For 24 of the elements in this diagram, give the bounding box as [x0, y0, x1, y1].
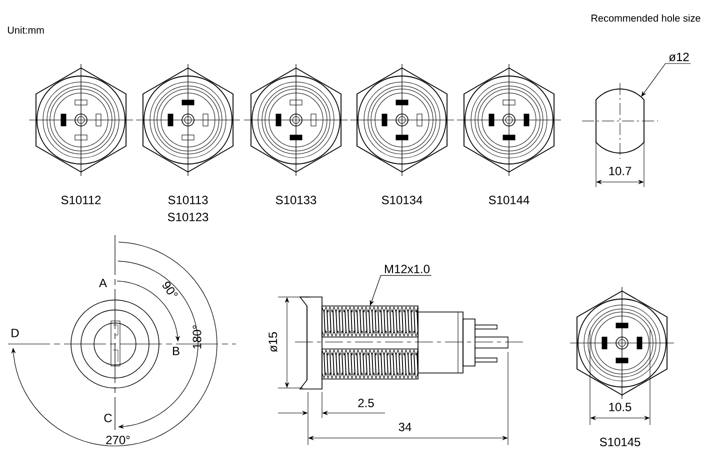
dimension-text: 2.5	[358, 398, 374, 408]
dimension-text: 10.5	[609, 402, 632, 412]
angle-label: 270°	[106, 436, 130, 444]
dimension-text: 34	[398, 422, 412, 432]
angle-label: 90°	[162, 282, 178, 296]
part-number: S10133	[276, 196, 316, 204]
dimension-text: 10.7	[609, 166, 632, 176]
unit-note: Unit:mm	[8, 26, 44, 34]
leader-text: M12x1.0	[384, 264, 430, 274]
position-letter: A	[99, 278, 107, 288]
position-letter: D	[12, 328, 19, 338]
part-number: S10134	[382, 196, 422, 204]
leader-line	[641, 63, 691, 97]
heading: Recommended hole size	[592, 14, 700, 22]
part-number: S10112	[61, 196, 101, 204]
position-letter: B	[173, 346, 180, 356]
part-number: S10145	[600, 438, 640, 446]
dimension-text: ø15	[268, 332, 278, 352]
part-number: S10123	[168, 212, 208, 222]
leader-text: ø12	[668, 52, 689, 62]
position-letter: C	[104, 414, 112, 422]
angle-label: 180°	[192, 325, 202, 348]
part-number: S10144	[488, 196, 530, 204]
part-number: S10113	[168, 196, 208, 204]
